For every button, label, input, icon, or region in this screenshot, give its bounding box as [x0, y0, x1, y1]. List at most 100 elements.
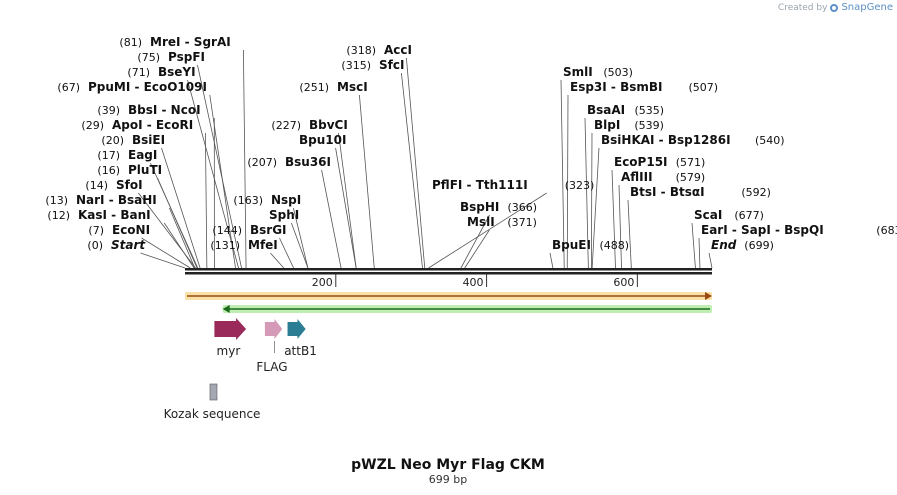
enzyme-name: Start: [111, 238, 146, 252]
enzyme-site-label[interactable]: AflIII(579): [621, 170, 705, 184]
enzyme-name: SphI: [269, 208, 299, 222]
enzyme-site-label[interactable]: AccI(318): [346, 43, 412, 57]
enzyme-leader-line: [338, 132, 357, 269]
enzyme-leader-line: [141, 237, 191, 269]
enzyme-leader-line: [293, 207, 309, 269]
enzyme-name: MslI: [467, 215, 495, 229]
enzyme-site-label[interactable]: BpuEI(488): [552, 238, 629, 252]
enzyme-site-label[interactable]: MreI - SgrAI(81): [119, 35, 230, 49]
enzyme-site-label[interactable]: BsrGI (144): [212, 223, 286, 237]
enzyme-position: (39): [97, 104, 120, 117]
feature-kozak-sequence[interactable]: Kozak sequence: [164, 383, 261, 421]
enzyme-site-label[interactable]: EcoP15I(571): [614, 155, 705, 169]
enzyme-site-label[interactable]: BsaAI (535): [587, 103, 664, 117]
enzyme-name: Bpu10I: [299, 133, 346, 147]
enzyme-leader-line: [157, 177, 198, 269]
enzyme-name: BsrGI: [250, 223, 287, 237]
enzyme-name: BsaAI: [587, 103, 625, 117]
enzyme-position: (539): [634, 119, 664, 132]
enzyme-site-label[interactable]: PspFI(75): [137, 50, 205, 64]
feature-flag[interactable]: FLAG: [256, 319, 288, 374]
enzyme-position: (488): [600, 239, 630, 252]
enzyme-position: (75): [137, 51, 160, 64]
enzyme-site-label[interactable]: MscI(251): [299, 80, 367, 94]
enzyme-site-label[interactable]: Start(0): [87, 238, 146, 252]
enzyme-leader-line: [591, 147, 600, 269]
enzyme-site-label[interactable]: EagI(17): [97, 148, 157, 162]
enzyme-name: BspHI: [460, 200, 499, 214]
enzyme-name: AflIII: [621, 170, 653, 184]
enzyme-leader-line: [460, 214, 490, 269]
snapgene-logo-icon: [830, 3, 839, 12]
enzyme-site-label[interactable]: BlpI(539): [594, 118, 664, 132]
enzyme-leader-line: [335, 147, 357, 269]
enzyme-site-label[interactable]: EcoNI (7): [88, 223, 150, 237]
enzyme-leader-line: [428, 192, 547, 269]
feature-myr[interactable]: myr: [214, 318, 247, 358]
enzyme-site-label[interactable]: BsiHKAI - Bsp1286I(540): [601, 133, 785, 147]
enzyme-site-label[interactable]: BbvCI(227): [271, 118, 347, 132]
enzyme-position: (207): [247, 156, 277, 169]
enzyme-name: EcoNI: [112, 223, 150, 237]
enzyme-site-label[interactable]: KasI - BanI(12): [47, 208, 150, 222]
enzyme-site-label[interactable]: BbsI - NcoI(39): [97, 103, 200, 117]
enzyme-position: (503): [603, 66, 633, 79]
enzyme-site-label[interactable]: SmlI(503): [563, 65, 633, 79]
enzyme-site-label[interactable]: Bsu36I(207): [247, 155, 331, 169]
orf-arrowhead: [222, 305, 230, 313]
enzyme-site-label[interactable]: SfcI(315): [341, 58, 404, 72]
enzyme-site-label[interactable]: ScaI(677): [694, 208, 764, 222]
enzyme-site-label[interactable]: Bpu10I: [299, 133, 346, 147]
enzyme-name: ScaI: [694, 208, 722, 222]
enzyme-leader-line: [270, 252, 285, 269]
enzyme-position: (144): [212, 224, 242, 237]
enzyme-name: MreI - SgrAI: [150, 35, 231, 49]
feature-arrow: [264, 319, 283, 339]
enzyme-position: (315): [341, 59, 371, 72]
credit-brand: SnapGene: [841, 2, 893, 13]
enzyme-name: Esp3I - BsmBI: [570, 80, 662, 94]
feature-attb1[interactable]: attB1: [284, 319, 317, 358]
enzyme-position: (14): [85, 179, 108, 192]
enzyme-leader-line: [279, 237, 294, 269]
enzyme-position: (7): [88, 224, 104, 237]
snapgene-credit: Created by SnapGene: [778, 2, 893, 13]
enzyme-site-label[interactable]: PpuMI - EcoO109I(67): [57, 80, 207, 94]
enzyme-leader-line: [169, 207, 196, 269]
enzyme-site-label[interactable]: ApoI - EcoRI(29): [81, 118, 193, 132]
enzyme-name: BtsI - BtsαI: [630, 185, 705, 199]
enzyme-site-label[interactable]: BsiEI(20): [101, 133, 165, 147]
enzyme-site-label[interactable]: MslI(371): [467, 215, 537, 229]
enzyme-leader-line: [549, 252, 554, 269]
enzyme-position: (318): [346, 44, 376, 57]
enzyme-name: BbvCI: [309, 118, 348, 132]
enzyme-site-label[interactable]: BtsI - BtsαI(592): [630, 185, 771, 199]
enzyme-site-label[interactable]: MfeI(131): [210, 238, 277, 252]
enzyme-site-label[interactable]: PflFI - Tth111I(323): [432, 178, 594, 192]
enzyme-site-label[interactable]: PluTI(16): [97, 163, 162, 177]
enzyme-name: BsiHKAI - Bsp1286I: [601, 133, 731, 147]
enzyme-site-label[interactable]: EarI - SapI - BspQI(683): [701, 223, 897, 237]
feature-label: myr: [217, 344, 241, 358]
enzyme-leader-line: [187, 79, 239, 269]
enzyme-name: EarI - SapI - BspQI: [701, 223, 824, 237]
enzyme-site-label[interactable]: SfoI(14): [85, 178, 142, 192]
enzyme-site-label[interactable]: End(699): [711, 238, 774, 252]
feature-label: FLAG: [256, 360, 287, 374]
enzyme-site-label[interactable]: NarI - BsaHI(13): [45, 193, 156, 207]
enzyme-site-label[interactable]: SphI: [269, 208, 299, 222]
enzyme-leader-line: [698, 237, 701, 269]
enzyme-leader-line: [464, 229, 490, 269]
enzyme-position: (131): [210, 239, 240, 252]
enzyme-site-label[interactable]: Esp3I - BsmBI(507): [570, 80, 718, 94]
enzyme-position: (535): [635, 104, 665, 117]
enzyme-site-label[interactable]: NspI(163): [233, 193, 301, 207]
enzyme-position: (20): [101, 134, 124, 147]
enzyme-site-label[interactable]: BseYI(71): [127, 65, 195, 79]
enzyme-site-label[interactable]: BspHI(366): [460, 200, 537, 214]
enzyme-leader-line: [197, 64, 242, 269]
enzyme-name: PpuMI - EcoO109I: [88, 80, 207, 94]
